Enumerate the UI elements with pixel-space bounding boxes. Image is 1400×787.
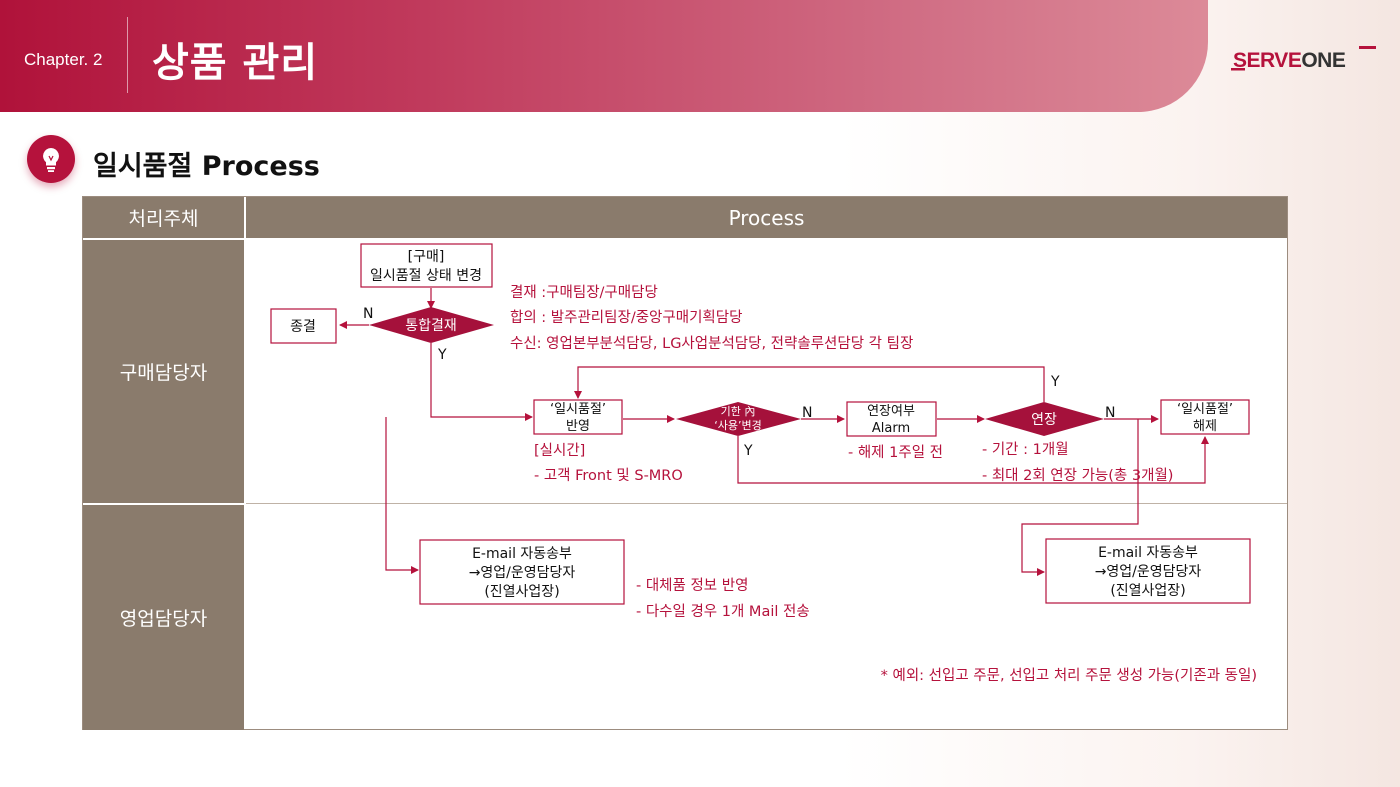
- label-n-period: N: [802, 405, 812, 421]
- label-n-approval: N: [363, 306, 373, 322]
- svg-text:‘일시품절’: ‘일시품절’: [1177, 402, 1233, 417]
- footnote: * 예외: 선입고 주문, 선입고 처리 주문 생성 가능(기존과 동일): [881, 667, 1257, 684]
- column-header-process: Process: [246, 197, 1287, 238]
- end-box: 종결: [270, 308, 337, 344]
- period-decision: 기한 內 ‘사용’변경: [676, 402, 801, 436]
- column-header-actor: 처리주체: [83, 197, 244, 238]
- svg-text:해제: 해제: [1193, 419, 1217, 434]
- label-y-approval: Y: [437, 347, 447, 363]
- extend-note: - 기간 : 1개월: [982, 441, 1069, 458]
- row-divider: [246, 503, 1287, 504]
- svg-text:SERVEONE: SERVEONE: [1233, 49, 1346, 72]
- approval-decision: 통합결재: [369, 307, 494, 343]
- arrow-approval-to-email: [385, 417, 419, 574]
- email-note: - 다수일 경우 1개 Mail 전송: [636, 603, 810, 620]
- svg-text:→영업/운영담당자: →영업/운영담당자: [1095, 564, 1202, 580]
- svg-text:종결: 종결: [290, 319, 316, 335]
- svg-text:Alarm: Alarm: [872, 421, 910, 436]
- svg-text:반영: 반영: [566, 419, 590, 434]
- svg-text:E-mail 자동송부: E-mail 자동송부: [472, 546, 572, 562]
- arrow-period-to-release: [737, 436, 1209, 484]
- arrow-extend-to-email: [1021, 419, 1139, 576]
- reflect-note: - 고객 Front 및 S-MRO: [534, 467, 683, 484]
- reflect-note: [실시간]: [534, 442, 585, 459]
- lightbulb-icon: [27, 135, 75, 183]
- extend-decision: 연장: [985, 402, 1104, 436]
- role-sales: 영업담당자: [83, 505, 244, 730]
- label-y-extend: Y: [1050, 374, 1060, 390]
- arrow-approval-to-reflect: [430, 343, 533, 421]
- approval-note: 결재 :구매팀장/구매담당: [510, 284, 658, 301]
- section-title: 일시품절 Process: [93, 151, 320, 182]
- svg-text:‘일시품절’: ‘일시품절’: [550, 402, 606, 417]
- label-y-period: Y: [743, 443, 753, 459]
- page-title: 상품 관리: [152, 40, 319, 86]
- svg-text:일시품절 상태 변경: 일시품절 상태 변경: [370, 268, 482, 284]
- svg-text:(진열사업장): (진열사업장): [1110, 583, 1185, 599]
- release-box: ‘일시품절’ 해제: [1160, 399, 1250, 435]
- email-note: - 대체품 정보 반영: [636, 577, 748, 594]
- svg-text:E-mail 자동송부: E-mail 자동송부: [1098, 545, 1198, 561]
- header-banner: Chapter. 2 상품 관리: [0, 0, 1208, 112]
- email-box-right: E-mail 자동송부 →영업/운영담당자 (진열사업장): [1045, 538, 1251, 604]
- svg-text:통합결재: 통합결재: [405, 318, 457, 334]
- label-n-extend: N: [1105, 405, 1115, 421]
- svg-text:[구매]: [구매]: [408, 249, 445, 265]
- alarm-note: - 해제 1주일 전: [848, 444, 943, 461]
- serveone-logo: SERVEONE: [1231, 44, 1381, 78]
- role-purchasing: 구매담당자: [83, 240, 244, 503]
- svg-text:(진열사업장): (진열사업장): [484, 584, 559, 600]
- extend-note: - 최대 2회 연장 가능(총 3개월): [982, 467, 1173, 484]
- svg-text:→영업/운영담당자: →영업/운영담당자: [469, 565, 576, 581]
- svg-text:연장여부: 연장여부: [867, 404, 915, 419]
- svg-text:연장: 연장: [1031, 412, 1057, 428]
- svg-text:기한 內: 기한 內: [721, 405, 756, 418]
- chapter-label: Chapter. 2: [24, 50, 103, 69]
- purchase-status-box: [구매] 일시품절 상태 변경: [360, 243, 493, 288]
- process-table: 처리주체 Process 구매담당자 영업담당자: [82, 196, 1288, 730]
- svg-text:‘사용’변경: ‘사용’변경: [714, 419, 761, 432]
- approval-note: 합의 : 발주관리팀장/중앙구매기획담당: [510, 309, 742, 326]
- email-box-left: E-mail 자동송부 →영업/운영담당자 (진열사업장): [419, 539, 625, 605]
- alarm-box: 연장여부 Alarm: [846, 401, 937, 437]
- reflect-box: ‘일시품절’ 반영: [533, 399, 623, 435]
- approval-note: 수신: 영업본부분석담당, LG사업분석담당, 전략솔루션담당 각 팀장: [510, 335, 913, 352]
- arrow-extend-loop-back: [574, 366, 1045, 402]
- banner-divider: [127, 17, 128, 93]
